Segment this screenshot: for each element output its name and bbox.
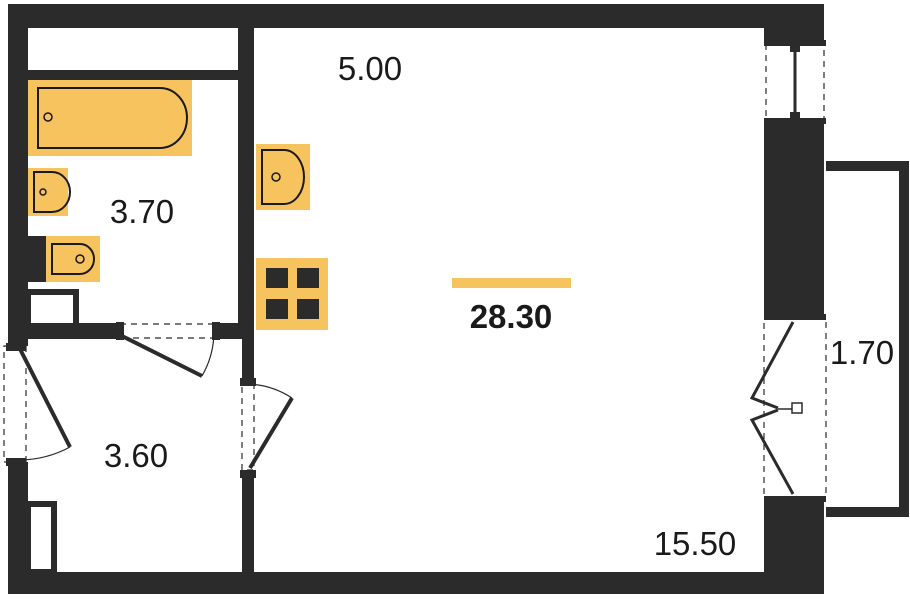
toilet-bowl (51, 243, 95, 275)
bathroom-door-jamb-right (212, 322, 220, 340)
kitchen-sink-drain (271, 172, 281, 182)
main-room-door-swing (249, 383, 293, 399)
stove-burner-1 (266, 268, 288, 288)
window-mullion-cap-bottom (790, 112, 800, 120)
window-sill-bottom (764, 118, 826, 124)
bathroom-inner-wall (238, 28, 244, 328)
balcony-door-handle-icon (791, 402, 803, 414)
stove-icon (256, 258, 328, 330)
bathroom-door (116, 322, 220, 378)
balcony-door-threshold-top (764, 314, 826, 320)
stove-burner-3 (266, 299, 288, 319)
partition-vertical-lower (242, 470, 254, 594)
outer-wall-bottom (8, 572, 824, 594)
entrance-door-jamb-bottom (6, 458, 26, 466)
entrance-door (3, 343, 72, 466)
window-sill-top (764, 40, 826, 46)
bathtub-drain (43, 112, 53, 122)
outer-wall-left-upper (8, 4, 28, 346)
stove-burner-2 (297, 268, 319, 288)
bathroom-door-jamb-left (116, 322, 124, 340)
balcony-area-label: 1.70 (830, 334, 894, 371)
outer-wall-right-top (764, 4, 824, 42)
toilet-icon (28, 236, 100, 282)
bathroom-sink-drain (39, 188, 47, 196)
outer-wall-right-middle (764, 120, 824, 318)
balcony-door-threshold-bottom (764, 496, 826, 502)
bathtub-body (28, 80, 192, 156)
bathroom-niche (25, 289, 79, 329)
kitchen-area-label: 5.00 (338, 50, 402, 87)
kitchen-sink-icon (256, 144, 310, 210)
outer-wall-top (8, 4, 824, 28)
balcony (749, 161, 909, 517)
walls (8, 4, 824, 594)
bathtub-inner (37, 87, 188, 149)
main-room-door-jamb-top (240, 378, 256, 386)
stove-burner-4 (297, 299, 319, 319)
bathroom-top-wall (28, 70, 242, 80)
total-area-label: 28.30 (470, 298, 553, 335)
partition-vertical-upper (242, 4, 254, 384)
entrance-door-opening (3, 345, 27, 463)
entrance-door-jamb-top (6, 343, 26, 351)
main-room-door-jamb-bottom (240, 470, 256, 478)
bathroom-sink-icon (28, 168, 71, 216)
total-area-accent-bar (452, 278, 571, 288)
bathtub-icon (28, 80, 192, 156)
bathroom-door-opening (119, 323, 217, 339)
balcony-door-leaf-upper (749, 321, 795, 410)
entrance-door-leaf (18, 348, 72, 448)
entrance-door-swing (19, 446, 71, 461)
bathroom-area-label: 3.70 (110, 193, 174, 230)
hallway-area-label: 3.60 (104, 437, 168, 474)
window-top-right (764, 40, 826, 124)
bathroom-bottom-wall-right (216, 323, 254, 339)
main-room-door-opening (241, 383, 255, 471)
main-room-door-leaf (248, 396, 294, 470)
main-room-area-label: 15.50 (654, 525, 737, 562)
bathroom-door-swing (201, 331, 215, 377)
balcony-door-leaf-lower (749, 408, 795, 495)
hallway-niche (25, 501, 57, 575)
fixtures (28, 80, 328, 330)
window-mullion-cap-top (790, 44, 800, 52)
outer-wall-right-bottom (764, 498, 824, 594)
toilet-body (46, 236, 100, 282)
main-room-door (240, 378, 294, 478)
kitchen-sink-bowl (261, 149, 305, 205)
kitchen-sink-body (256, 144, 310, 210)
bathroom-sink-bowl (33, 171, 71, 213)
balcony-outline (826, 161, 909, 517)
toilet-drain (75, 254, 85, 264)
bathroom-door-leaf (121, 334, 203, 378)
outer-wall-left-lower (8, 462, 28, 592)
toilet-tank (28, 236, 46, 282)
